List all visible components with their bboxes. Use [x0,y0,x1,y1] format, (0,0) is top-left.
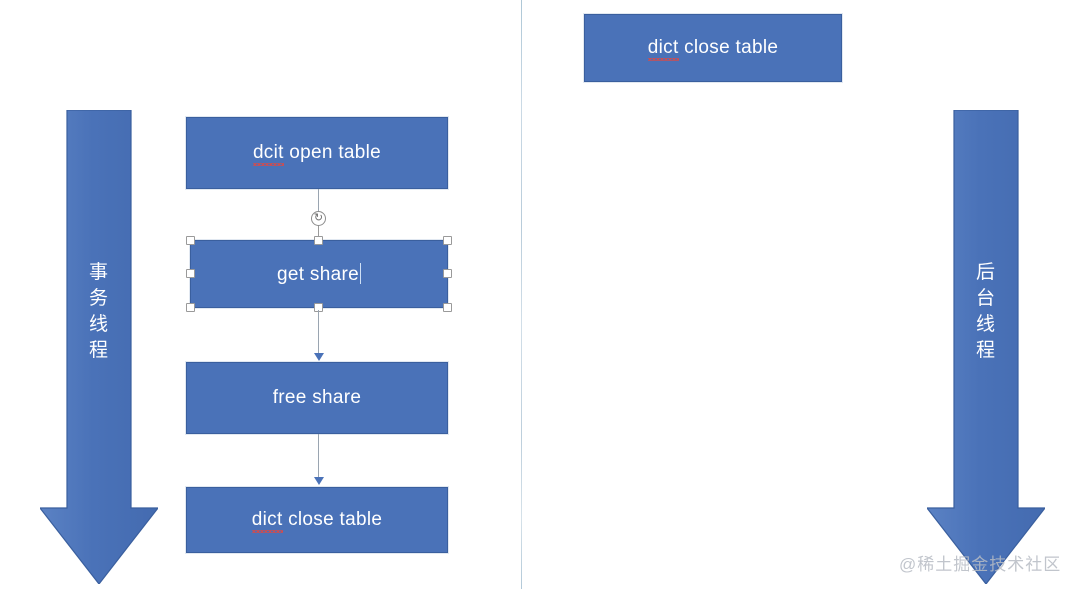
down-arrow-shape-icon [40,110,158,584]
process-box-rest-text: get share [277,263,359,285]
text-cursor [359,262,361,284]
lane-char: 台 [975,288,996,309]
lane-char: 线 [88,314,109,335]
misspelled-word: dcit [252,142,284,166]
background-thread-arrow[interactable]: 后 台 线 程 [927,110,1045,584]
process-box-rest-text: close table [678,37,779,58]
rotate-handle-icon[interactable]: ↻ [311,211,326,226]
resize-handle-top-left[interactable] [186,236,195,245]
lane-char: 后 [975,262,996,283]
resize-handle-bottom-left[interactable] [186,303,195,312]
process-box-label: dcit open table [252,142,382,166]
process-box-label: free share [273,387,362,409]
transaction-thread-label: 事 务 线 程 [40,260,158,364]
process-box-rest-text: open table [283,142,382,163]
misspelled-word: dict [251,509,283,533]
connector-get-share-to-free-share [318,310,319,356]
process-box-free-share[interactable]: free share [186,362,448,434]
process-box-label: get share [277,262,361,286]
lane-char: 程 [88,340,109,361]
down-arrow-shape-icon [927,110,1045,584]
arrowhead-to-dict-close-table [314,477,324,485]
process-box-label: dict close table [251,509,383,533]
lane-char: 线 [975,314,996,335]
resize-handle-middle-left[interactable] [186,269,195,278]
resize-handle-top-center[interactable] [314,236,323,245]
process-box-dcit-open-table[interactable]: dcit open table [186,117,448,189]
resize-handle-middle-right[interactable] [443,269,452,278]
watermark: @稀土掘金技术社区 [899,555,1062,574]
process-box-dict-close-table-background[interactable]: dict close table [584,14,842,82]
connector-free-share-to-dict-close [318,434,319,480]
process-box-rest-text: free share [272,387,362,408]
arrowhead-to-free-share [314,353,324,361]
rotation-stem [318,226,319,240]
process-box-label: dict close table [647,37,779,61]
lane-divider [521,0,522,589]
lane-char: 事 [88,262,109,283]
lane-char: 程 [975,340,996,361]
process-box-dict-close-table[interactable]: dict close table [186,487,448,553]
transaction-thread-arrow[interactable]: 事 务 线 程 [40,110,158,584]
process-box-rest-text: close table [282,509,383,530]
lane-char: 务 [88,288,109,309]
process-box-get-share[interactable]: get share [190,240,448,308]
misspelled-word: dict [647,37,679,61]
connector-open-to-get-share [318,189,319,231]
background-thread-label: 后 台 线 程 [927,260,1045,364]
resize-handle-bottom-right[interactable] [443,303,452,312]
resize-handle-top-right[interactable] [443,236,452,245]
